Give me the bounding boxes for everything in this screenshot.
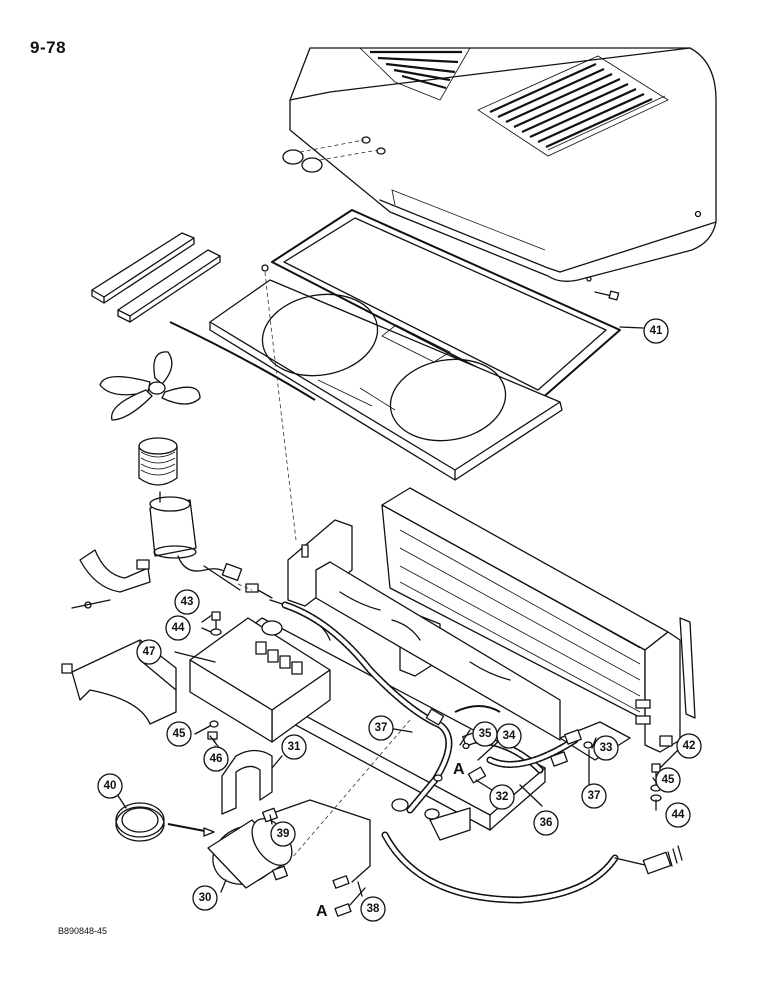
seal-strip — [679, 617, 696, 719]
svg-text:34: 34 — [503, 730, 516, 742]
svg-text:40: 40 — [104, 780, 117, 792]
callout-42: 42 — [676, 733, 702, 759]
motor-connector — [203, 565, 273, 599]
svg-text:38: 38 — [367, 903, 380, 915]
callout-46: 46 — [203, 746, 229, 772]
callout-43: 43 — [174, 589, 200, 615]
fan-base-plate — [209, 264, 563, 481]
svg-text:37: 37 — [375, 722, 388, 734]
figure-code: B890848-45 — [58, 926, 108, 936]
fan-blade — [99, 351, 201, 421]
callout-37-center: 37 — [368, 715, 394, 741]
lower-fitting — [334, 887, 366, 917]
svg-text:33: 33 — [600, 742, 613, 754]
svg-text:45: 45 — [662, 774, 675, 786]
receiver-drier — [207, 799, 371, 889]
callout-41: 41 — [643, 318, 669, 344]
cover-screw — [594, 290, 620, 301]
callout-47: 47 — [136, 639, 162, 665]
svg-text:42: 42 — [683, 740, 696, 752]
svg-text:32: 32 — [496, 791, 509, 803]
svg-text:44: 44 — [172, 622, 185, 634]
cover-housing — [289, 47, 717, 282]
hose-fittings — [391, 708, 593, 820]
svg-text:47: 47 — [143, 646, 156, 658]
svg-text:30: 30 — [199, 892, 212, 904]
refrigerant-hoses — [281, 601, 619, 904]
callout-33: 33 — [593, 735, 619, 761]
svg-text:46: 46 — [210, 753, 223, 765]
callout-32: 32 — [489, 784, 515, 810]
reference-letter-a-lower: A — [316, 903, 328, 920]
cover-vent-right — [489, 62, 653, 149]
callout-31: 31 — [281, 734, 307, 760]
cover-knobs — [282, 136, 386, 173]
fan-motor — [149, 491, 243, 582]
cover-vent-left — [370, 50, 462, 90]
callout-45-left: 45 — [166, 721, 192, 747]
coupling-sleeve — [138, 437, 178, 486]
left-fasteners — [207, 611, 222, 740]
foam-strips — [91, 232, 221, 323]
callout-45-right: 45 — [655, 767, 681, 793]
callout-40: 40 — [97, 773, 123, 799]
svg-text:45: 45 — [173, 728, 186, 740]
callout-44-right: 44 — [665, 802, 691, 828]
page-number: 9-78 — [30, 38, 67, 57]
control-box — [189, 617, 331, 743]
callout-38: 38 — [360, 896, 386, 922]
svg-text:41: 41 — [650, 325, 663, 337]
callout-35: 35 — [472, 721, 498, 747]
drier-bracket — [221, 749, 273, 815]
svg-text:31: 31 — [288, 741, 301, 753]
callout-44-left: 44 — [165, 615, 191, 641]
svg-text:39: 39 — [277, 828, 290, 840]
mounting-rail — [315, 561, 561, 741]
motor-strap — [71, 549, 151, 609]
callout-39: 39 — [270, 821, 296, 847]
callout-34: 34 — [496, 723, 522, 749]
condenser-core — [381, 487, 681, 753]
harness-plug — [614, 845, 683, 875]
svg-text:35: 35 — [479, 728, 492, 740]
reference-letter-a-upper: A — [453, 761, 465, 778]
svg-text:37: 37 — [588, 790, 601, 802]
seal-gasket — [271, 209, 621, 401]
band-clamp — [115, 802, 215, 842]
callout-36: 36 — [533, 810, 559, 836]
svg-text:36: 36 — [540, 817, 553, 829]
svg-text:44: 44 — [672, 809, 685, 821]
callout-37-right: 37 — [581, 783, 607, 809]
wire-loop — [169, 321, 316, 401]
svg-text:43: 43 — [181, 596, 194, 608]
callout-30: 30 — [192, 885, 218, 911]
